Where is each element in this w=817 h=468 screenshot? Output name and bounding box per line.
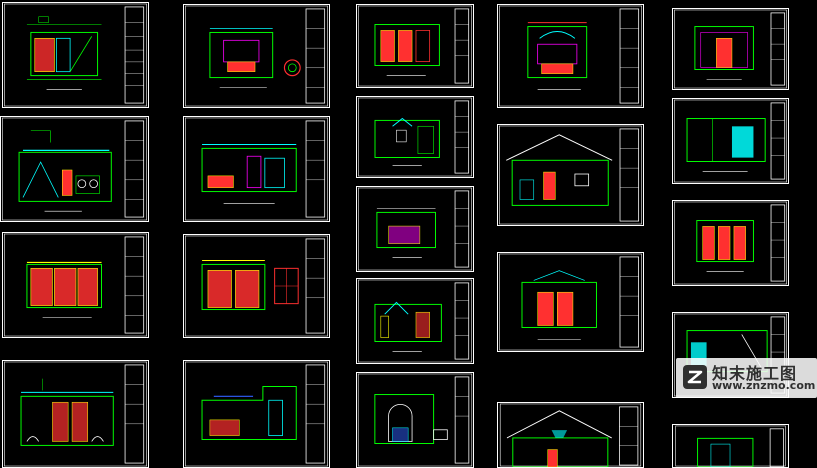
- elevation-drawing: [499, 5, 642, 107]
- drawing-sheet[interactable]: [672, 200, 789, 286]
- elevation-drawing: [4, 3, 147, 107]
- elevation-drawing: [358, 97, 472, 177]
- drawing-sheet[interactable]: [672, 8, 789, 90]
- drawing-sheet[interactable]: [0, 116, 149, 222]
- drawing-sheet[interactable]: [356, 372, 474, 468]
- drawing-sheet[interactable]: [356, 278, 474, 364]
- drawing-sheet[interactable]: [497, 4, 644, 108]
- elevation-drawing: [185, 117, 328, 221]
- drawing-sheet[interactable]: [497, 252, 644, 352]
- elevation-drawing: [185, 5, 328, 107]
- drawing-sheet[interactable]: [2, 232, 149, 338]
- elevation-drawing: [185, 361, 328, 467]
- elevation-drawing: [674, 9, 787, 89]
- drawing-sheet[interactable]: [356, 4, 474, 88]
- drawing-sheet[interactable]: [356, 96, 474, 178]
- drawing-sheet[interactable]: [672, 98, 789, 184]
- drawing-sheet[interactable]: [672, 424, 789, 468]
- elevation-drawing: [4, 233, 147, 337]
- drawing-sheet[interactable]: [2, 2, 149, 108]
- watermark-url: www.znzmo.com: [712, 379, 816, 392]
- drawing-sheet[interactable]: [183, 4, 330, 108]
- elevation-drawing: [499, 253, 642, 351]
- drawing-sheet[interactable]: [356, 186, 474, 272]
- elevation-drawing: [675, 425, 786, 467]
- elevation-drawing: [358, 279, 472, 363]
- watermark-site-name: 知末施工图: [712, 364, 798, 383]
- elevation-drawing: [674, 99, 787, 183]
- elevation-drawing: [2, 117, 147, 221]
- watermark-badge: 知末施工图 www.znzmo.com: [676, 358, 817, 398]
- drawing-sheet[interactable]: [183, 360, 330, 468]
- elevation-drawing: [358, 5, 472, 87]
- elevation-drawing: [4, 361, 147, 467]
- elevation-drawing: [358, 187, 472, 271]
- elevation-drawing: [185, 235, 328, 337]
- elevation-drawing: [499, 125, 642, 225]
- znzmo-logo-icon: [683, 365, 707, 389]
- drawing-sheet[interactable]: [497, 124, 644, 226]
- elevation-drawing: [499, 403, 642, 467]
- elevation-drawing: [674, 201, 787, 285]
- drawing-sheet[interactable]: [183, 116, 330, 222]
- drawing-sheet[interactable]: [183, 234, 330, 338]
- drawing-sheet[interactable]: [497, 402, 644, 468]
- drawing-sheet[interactable]: [2, 360, 149, 468]
- elevation-drawing: [357, 373, 473, 467]
